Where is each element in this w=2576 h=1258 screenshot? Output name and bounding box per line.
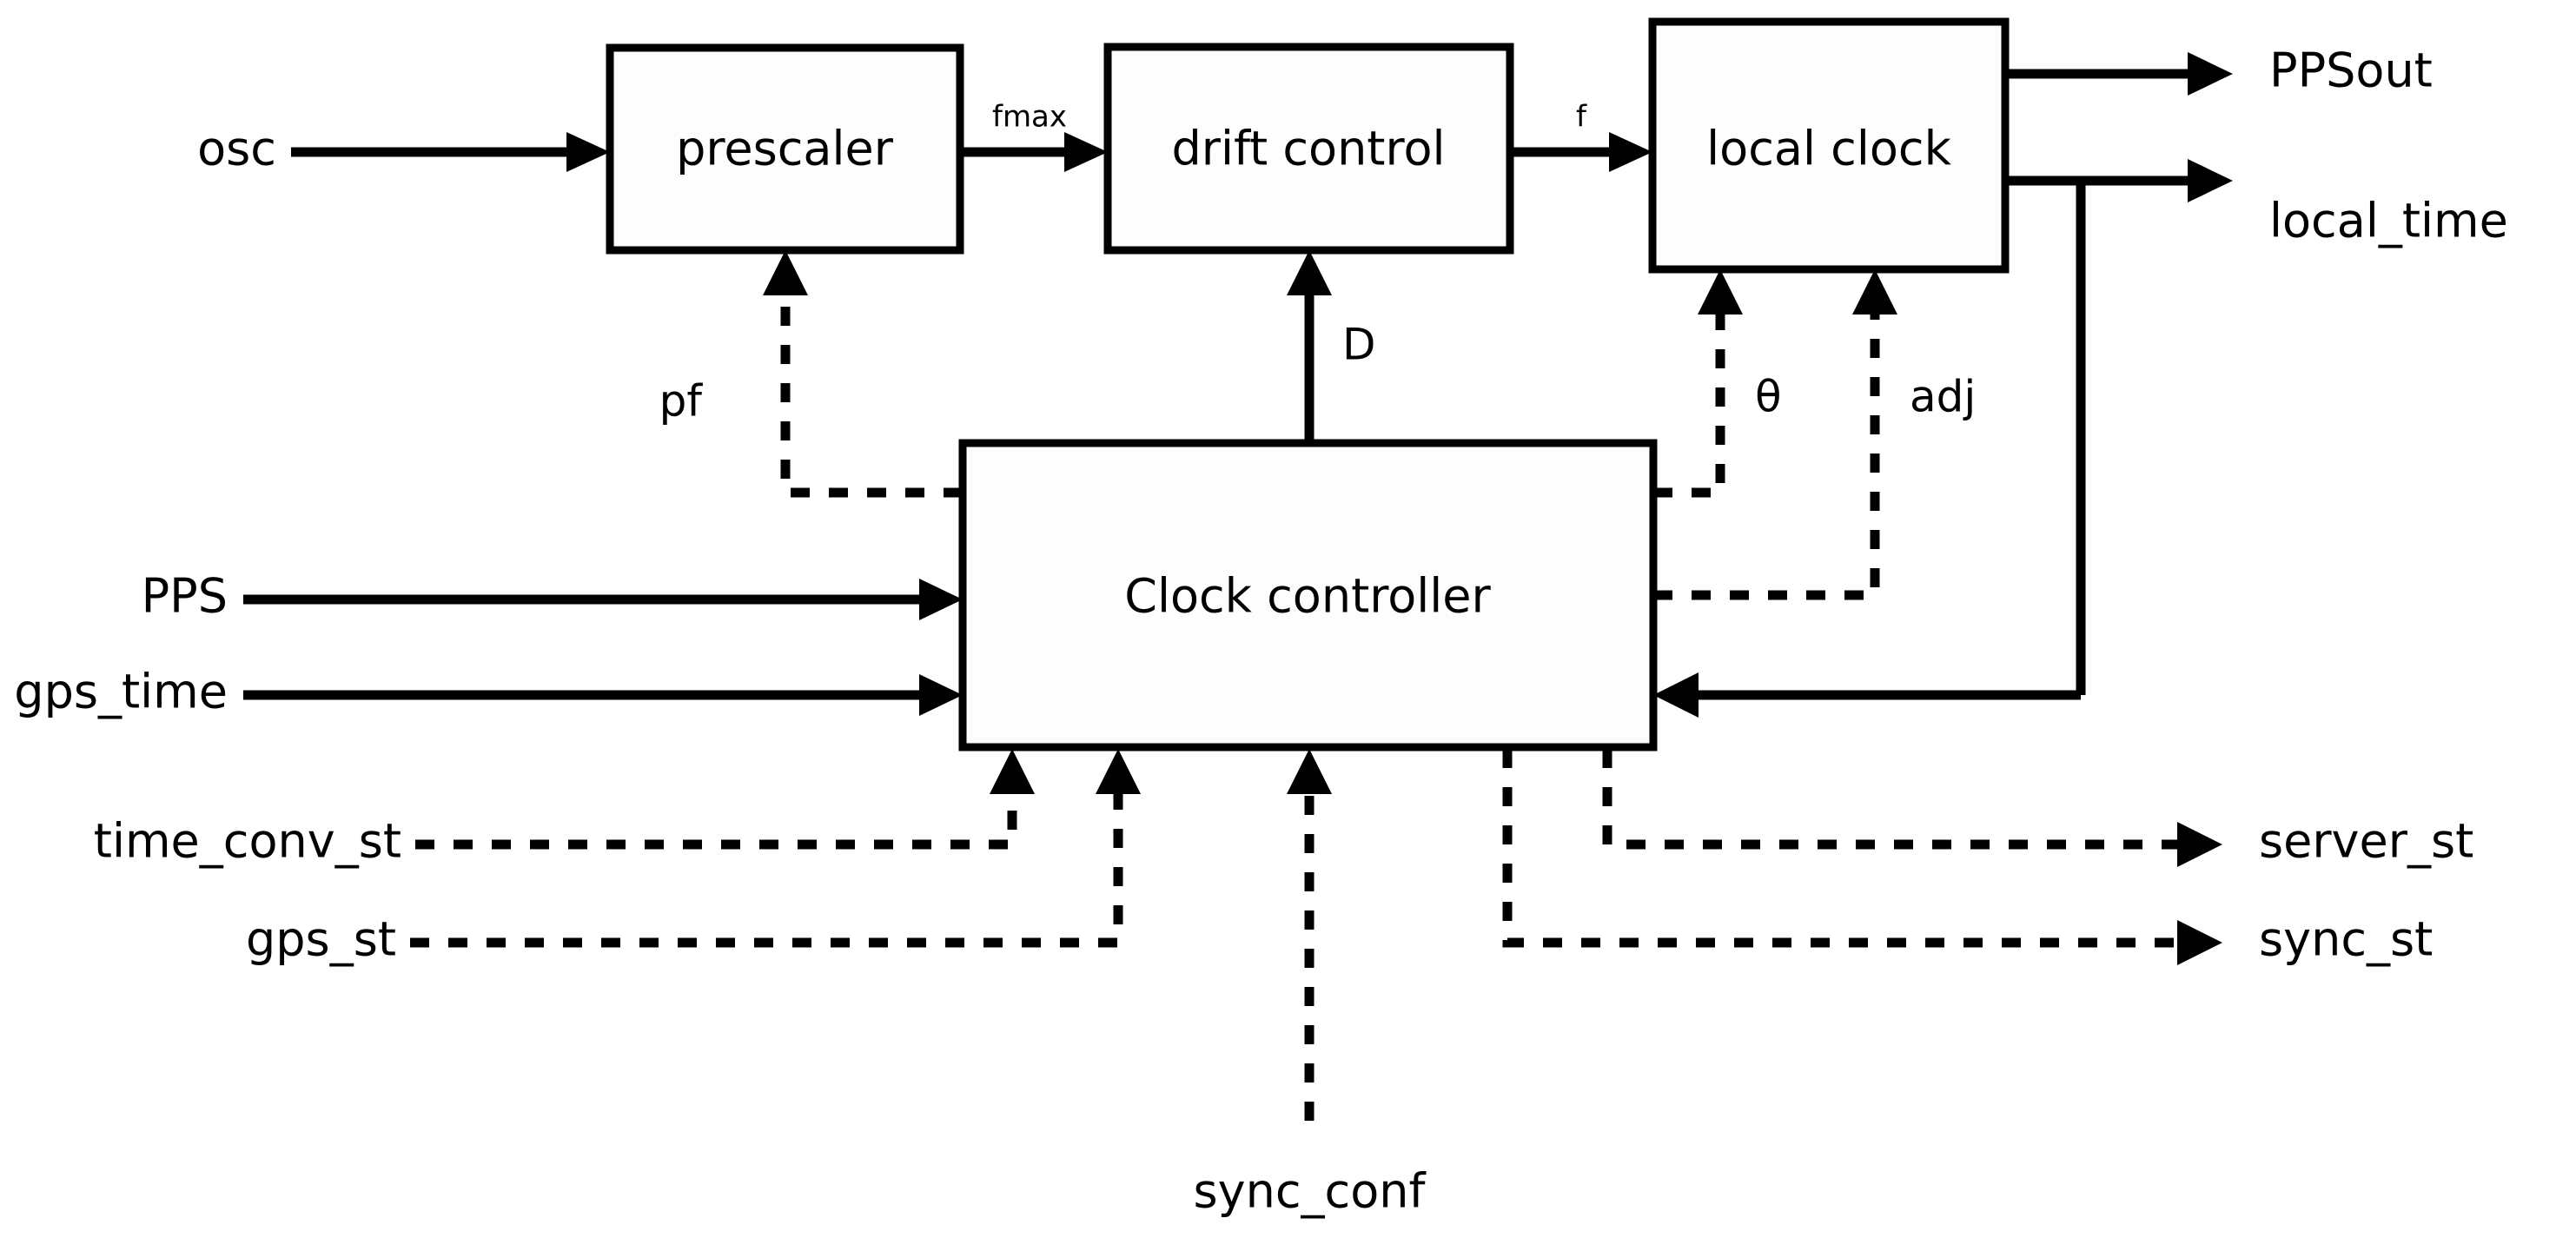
io-label-local-time: local_time bbox=[2269, 194, 2508, 248]
io-label-ppsout: PPSout bbox=[2269, 43, 2433, 98]
block-local-clock[interactable]: local clock bbox=[1648, 17, 2010, 274]
connector-sync-conf bbox=[1287, 749, 1332, 1121]
io-label-gps-st: gps_st bbox=[246, 912, 396, 967]
io-label-gps-time: gps_time bbox=[14, 665, 228, 719]
io-label-server-st: server_st bbox=[2259, 814, 2473, 869]
connector-theta bbox=[1653, 269, 1743, 498]
connector-fmax bbox=[960, 132, 1108, 172]
block-drift-control[interactable]: drift control bbox=[1103, 43, 1514, 255]
connector-gps-time bbox=[243, 674, 963, 716]
connector-server-st bbox=[1602, 749, 2222, 867]
signal-label-d: D bbox=[1342, 320, 1376, 370]
block-prescaler[interactable]: prescaler bbox=[606, 43, 964, 255]
connector-time-conv-st bbox=[415, 749, 1035, 850]
connector-gps-st bbox=[410, 749, 1141, 948]
signal-label-f: f bbox=[1576, 100, 1587, 135]
connector-f bbox=[1510, 132, 1652, 172]
io-label-sync-conf: sync_conf bbox=[1194, 1164, 1427, 1219]
signal-label-fmax: fmax bbox=[992, 100, 1067, 135]
io-label-sync-st: sync_st bbox=[2259, 912, 2433, 967]
connector-adj bbox=[1653, 269, 1897, 600]
signal-label-pf: pf bbox=[659, 376, 704, 427]
block-clock-controller-label: Clock controller bbox=[1124, 569, 1491, 624]
io-label-osc: osc bbox=[197, 122, 276, 176]
connector-osc bbox=[291, 132, 610, 172]
block-prescaler-label: prescaler bbox=[676, 122, 894, 176]
block-drift-control-label: drift control bbox=[1171, 122, 1445, 176]
io-label-pps: PPS bbox=[142, 569, 228, 624]
connector-pf bbox=[763, 250, 963, 498]
connector-local-time bbox=[1653, 159, 2233, 718]
signal-label-theta: θ bbox=[1755, 372, 1782, 422]
connector-pps bbox=[243, 579, 963, 620]
connector-ppsout bbox=[2005, 52, 2233, 96]
connector-sync-st bbox=[1502, 749, 2222, 965]
signal-label-adj: adj bbox=[1910, 372, 1976, 422]
io-label-time-conv-st: time_conv_st bbox=[94, 814, 401, 869]
block-clock-controller[interactable]: Clock controller bbox=[958, 439, 1658, 751]
block-local-clock-label: local clock bbox=[1706, 122, 1951, 176]
connector-d bbox=[1287, 250, 1332, 443]
